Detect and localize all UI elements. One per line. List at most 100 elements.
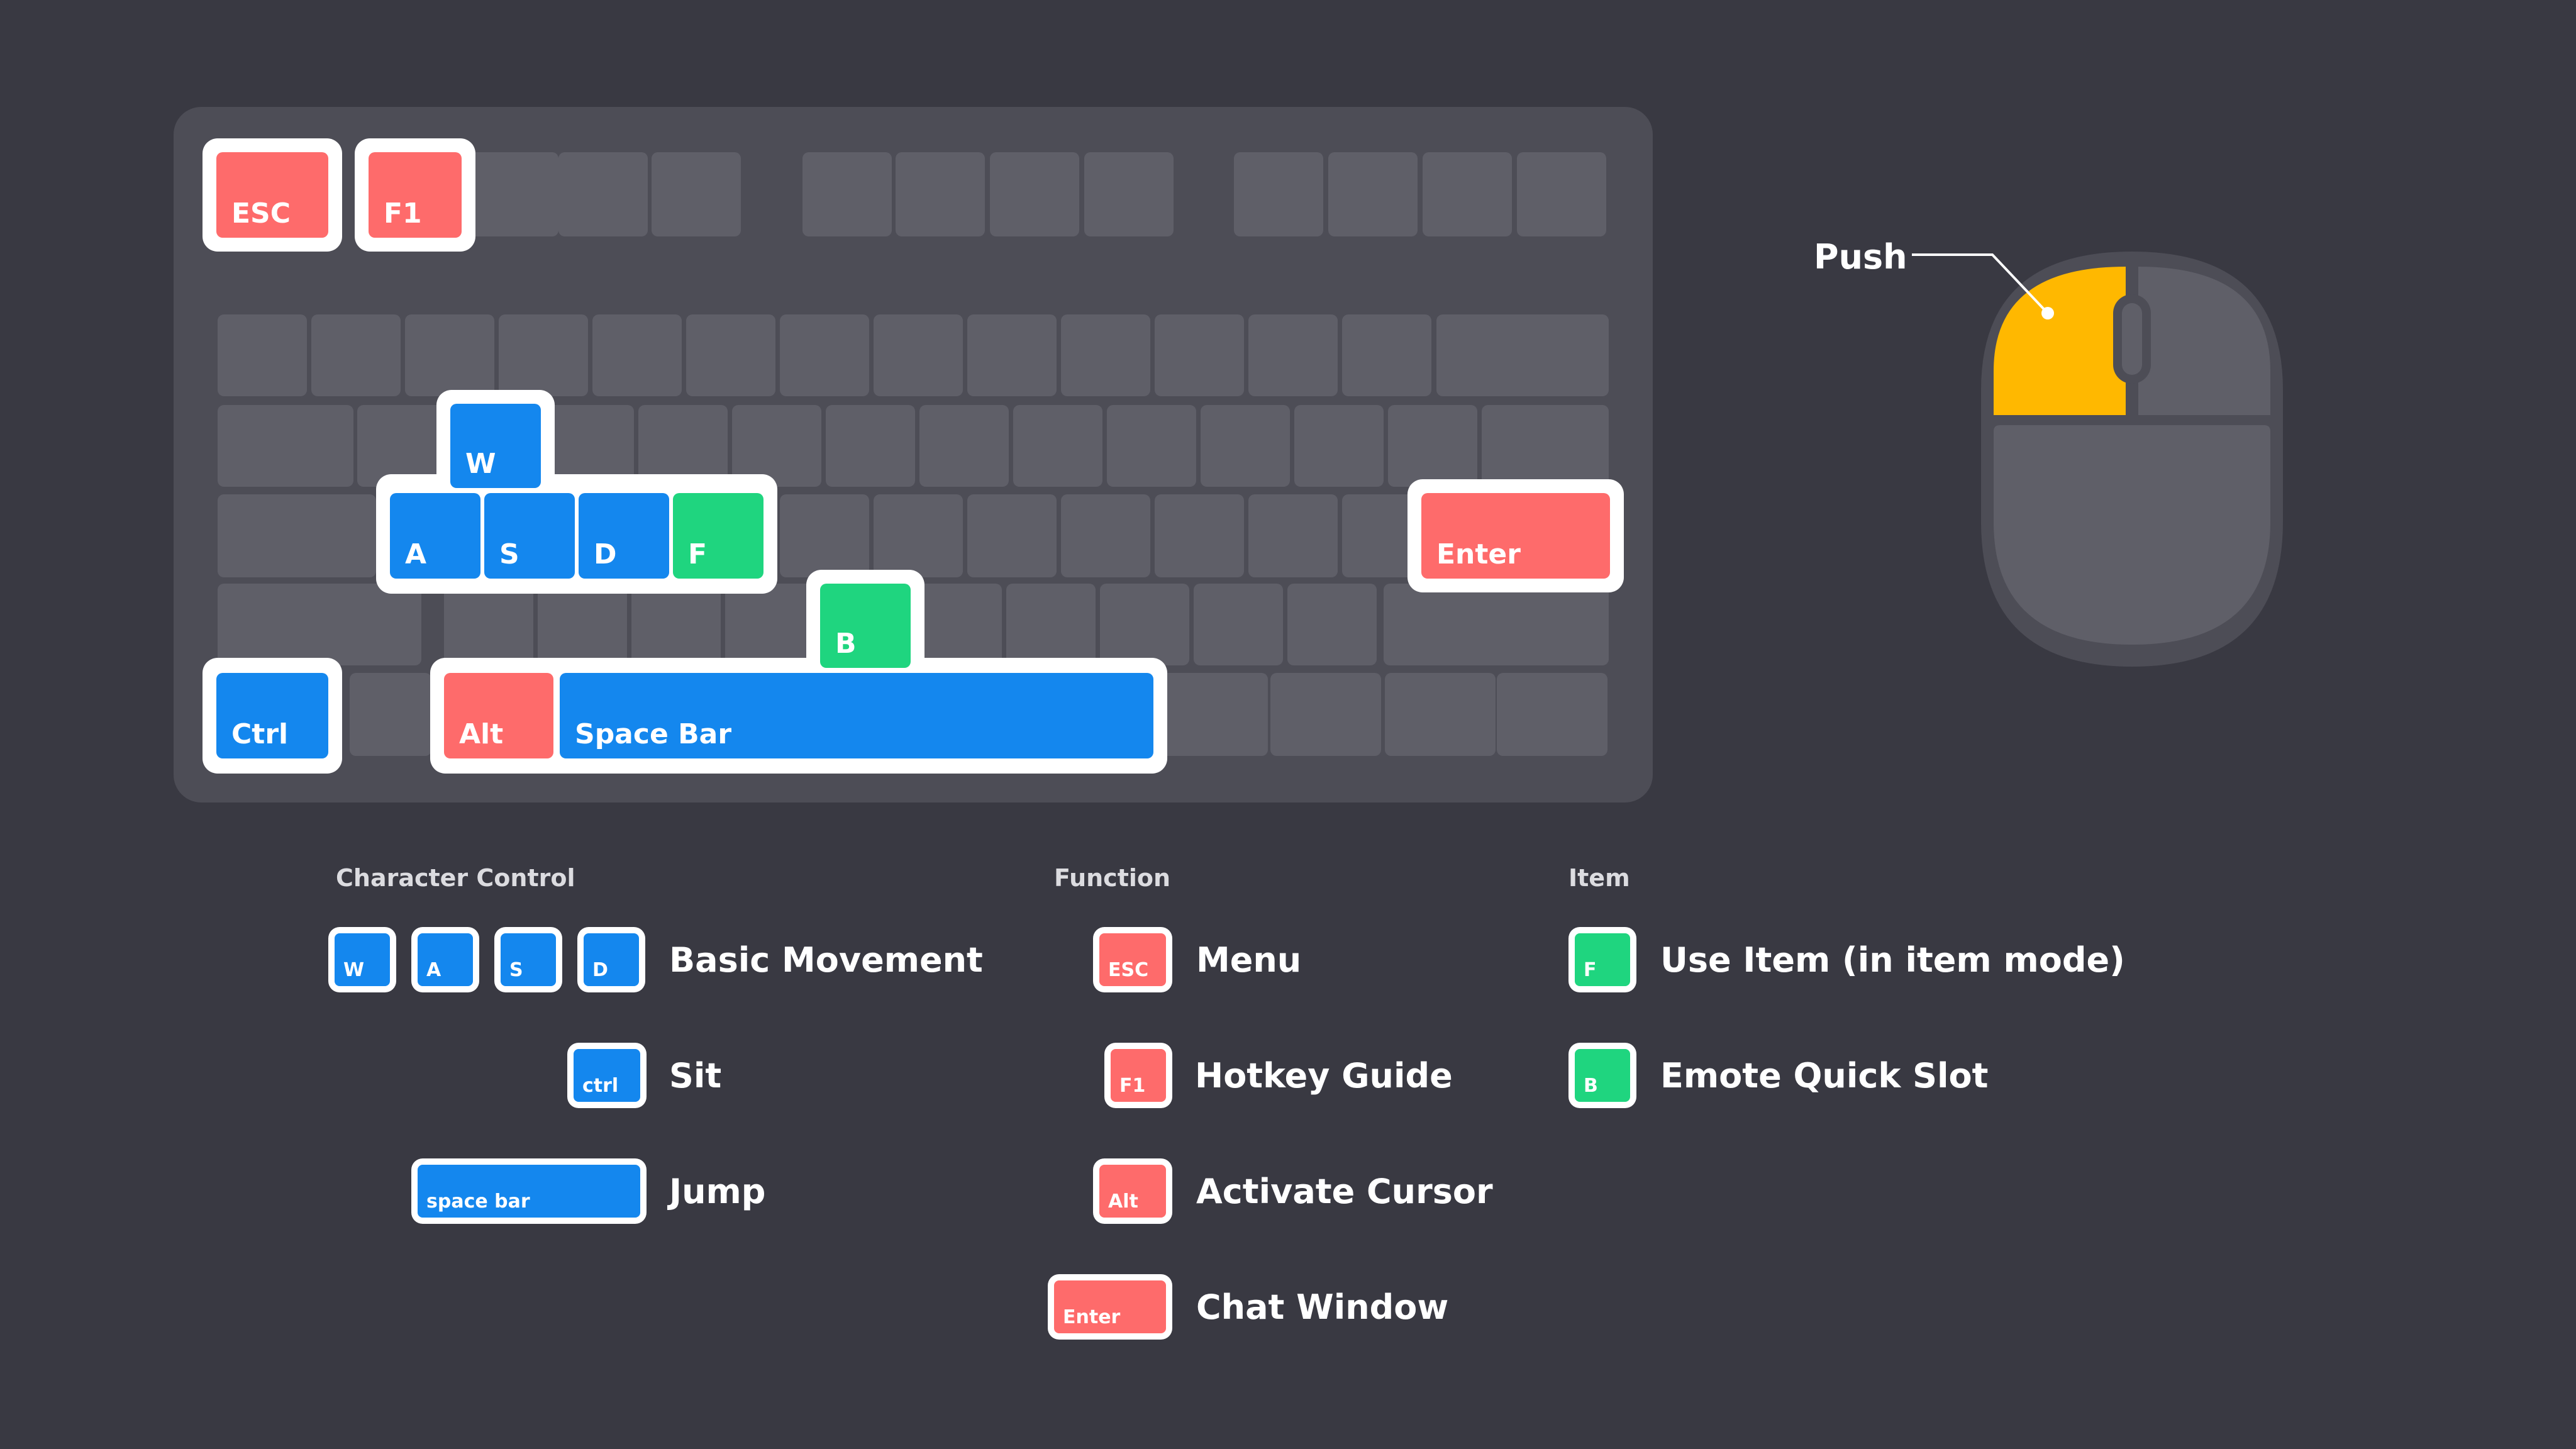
blank-key bbox=[357, 405, 447, 487]
blank-key bbox=[218, 314, 307, 396]
emote-quick-slot-label: Emote Quick Slot bbox=[1660, 1056, 1989, 1096]
blank-key bbox=[1061, 314, 1150, 396]
blank-key bbox=[1342, 314, 1431, 396]
legend-alt-key: Alt bbox=[1099, 1165, 1166, 1218]
blank-key bbox=[1155, 494, 1244, 577]
blank-key bbox=[1248, 494, 1338, 577]
push-leader-line bbox=[1912, 253, 2049, 314]
blank-key bbox=[1006, 584, 1096, 665]
blank-key bbox=[1482, 405, 1609, 487]
blank-key bbox=[311, 314, 401, 396]
blank-key bbox=[1388, 405, 1477, 487]
legend-w-key-outline: W bbox=[328, 927, 396, 992]
legend-f1-key: F1 bbox=[1111, 1049, 1166, 1102]
legend-s-key: S bbox=[501, 933, 556, 986]
legend-space-key: space bar bbox=[418, 1165, 640, 1218]
ctrl-key: Ctrl bbox=[216, 673, 328, 758]
blank-key bbox=[1061, 494, 1150, 577]
legend-d-key: D bbox=[584, 933, 639, 986]
a-key: A bbox=[390, 493, 480, 579]
s-key: S bbox=[484, 493, 575, 579]
blank-key bbox=[218, 584, 421, 665]
blank-key bbox=[218, 494, 376, 577]
f-key: F bbox=[673, 493, 763, 579]
blank-key bbox=[732, 405, 821, 487]
blank-key bbox=[1013, 405, 1102, 487]
blank-key bbox=[499, 314, 588, 396]
legend-enter-key: Enter bbox=[1054, 1280, 1166, 1333]
legend-a-key: A bbox=[418, 933, 473, 986]
blank-key bbox=[802, 152, 892, 236]
legend-f-key-outline: F bbox=[1568, 927, 1636, 992]
blank-key bbox=[967, 314, 1057, 396]
blank-key bbox=[896, 152, 985, 236]
blank-key bbox=[405, 314, 494, 396]
esc-key: ESC bbox=[216, 152, 328, 238]
legend-esc-key-outline: ESC bbox=[1093, 927, 1172, 992]
blank-key bbox=[545, 405, 634, 487]
blank-key bbox=[592, 314, 682, 396]
blank-key bbox=[1157, 673, 1268, 756]
blank-key bbox=[919, 405, 1009, 487]
chat-window-label: Chat Window bbox=[1196, 1287, 1449, 1327]
space-bar-key: Space Bar bbox=[560, 673, 1153, 758]
b-key: B bbox=[820, 584, 911, 668]
blank-key bbox=[218, 405, 353, 487]
blank-key bbox=[874, 314, 963, 396]
blank-key bbox=[350, 673, 431, 756]
blank-key bbox=[1294, 405, 1384, 487]
push-label: Push bbox=[1814, 237, 1907, 277]
blank-key bbox=[990, 152, 1079, 236]
blank-key bbox=[1384, 584, 1609, 665]
blank-key bbox=[558, 152, 648, 236]
item-heading: Item bbox=[1568, 864, 1630, 892]
blank-key bbox=[1517, 152, 1606, 236]
blank-key bbox=[538, 584, 627, 665]
legend-w-key: W bbox=[335, 933, 390, 986]
character-control-heading: Character Control bbox=[336, 864, 575, 892]
blank-key bbox=[469, 152, 558, 236]
mouse-right-button bbox=[2138, 267, 2270, 415]
blank-key bbox=[780, 494, 869, 577]
mouse-icon bbox=[1981, 252, 2283, 667]
blank-key bbox=[913, 584, 1002, 665]
legend-esc-key: ESC bbox=[1099, 933, 1166, 986]
f1-key: F1 bbox=[369, 152, 462, 238]
mouse-body bbox=[1994, 425, 2270, 645]
blank-key bbox=[1100, 584, 1189, 665]
blank-key bbox=[686, 314, 775, 396]
blank-key bbox=[1107, 405, 1196, 487]
blank-key bbox=[780, 314, 869, 396]
basic-movement-label: Basic Movement bbox=[669, 940, 983, 980]
blank-key bbox=[874, 494, 963, 577]
legend-alt-key-outline: Alt bbox=[1093, 1158, 1172, 1224]
blank-key bbox=[1385, 673, 1496, 756]
activate-cursor-label: Activate Cursor bbox=[1196, 1172, 1493, 1211]
blank-key bbox=[1084, 152, 1174, 236]
blank-key bbox=[652, 152, 741, 236]
legend-enter-key-outline: Enter bbox=[1048, 1274, 1172, 1340]
w-key: W bbox=[450, 404, 541, 488]
legend-f1-key-outline: F1 bbox=[1104, 1043, 1172, 1108]
function-heading: Function bbox=[1054, 864, 1171, 892]
legend-b-key-outline: B bbox=[1568, 1043, 1636, 1108]
mouse-left-button bbox=[1994, 267, 2126, 415]
legend-space-key-outline: space bar bbox=[411, 1158, 647, 1224]
blank-key bbox=[1436, 314, 1609, 396]
blank-key bbox=[1155, 314, 1244, 396]
use-item-label: Use Item (in item mode) bbox=[1660, 940, 2125, 980]
d-key: D bbox=[579, 493, 669, 579]
blank-key bbox=[826, 405, 915, 487]
alt-key: Alt bbox=[444, 673, 553, 758]
blank-key bbox=[1497, 673, 1607, 756]
blank-key bbox=[1194, 584, 1283, 665]
sit-label: Sit bbox=[669, 1056, 722, 1096]
blank-key bbox=[1234, 152, 1323, 236]
blank-key bbox=[1287, 584, 1377, 665]
blank-key bbox=[444, 584, 533, 665]
jump-label: Jump bbox=[669, 1172, 766, 1211]
blank-key bbox=[1248, 314, 1338, 396]
legend-ctrl-key: ctrl bbox=[574, 1049, 640, 1102]
blank-key bbox=[967, 494, 1057, 577]
